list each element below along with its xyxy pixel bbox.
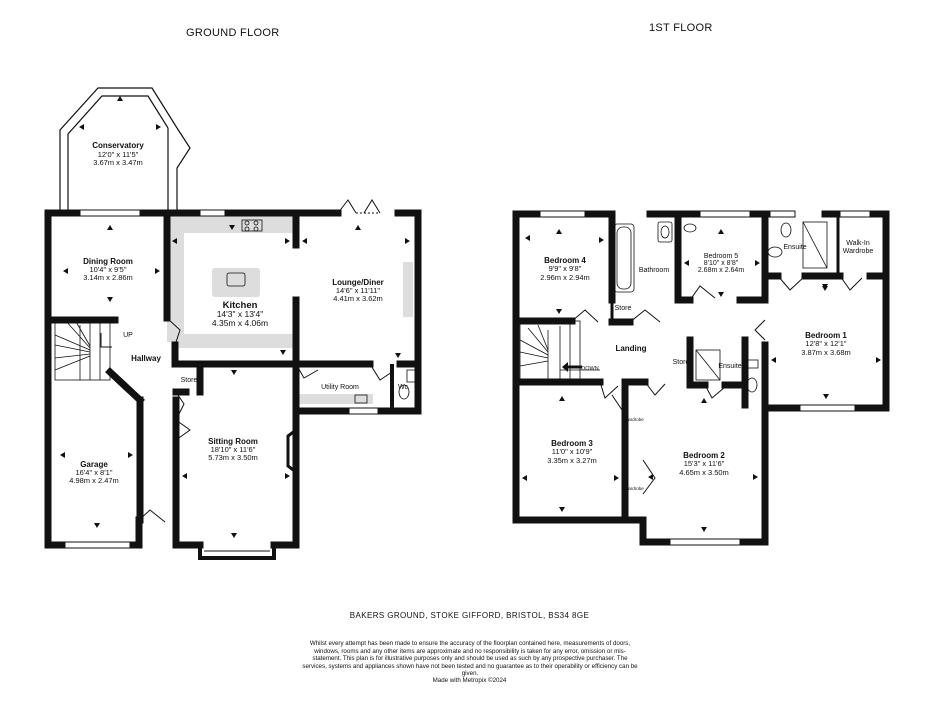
room-labels: Conservatory 12'0" x 11'5" 3.67m x 3.47m… (69, 141, 873, 491)
credit-text: Made with Metropix ©2024 (432, 677, 507, 684)
sitting-room-imperial: 18'10" x 11'6" (211, 445, 256, 454)
bathroom-name: Bathroom (639, 267, 670, 274)
first-stairs (519, 320, 600, 383)
conservatory-imperial: 12'0" x 11'5" (98, 150, 139, 159)
landing-store-name: Store (673, 359, 690, 366)
lounge-diner-name: Lounge/Diner (332, 278, 384, 287)
hallway-name: Hallway (131, 354, 161, 363)
floorplan-drawing: Conservatory 12'0" x 11'5" 3.67m x 3.47m… (44, 87, 890, 560)
dining-room-name: Dining Room (83, 257, 133, 266)
wardrobe-b-label: Wardrobe (624, 486, 644, 491)
sitting-room-metric: 5.73m x 3.50m (208, 453, 258, 462)
property-address: BAKERS GROUND, STOKE GIFFORD, BRISTOL, B… (349, 611, 590, 620)
bathroom-store-name: Store (615, 305, 632, 312)
kitchen-metric: 4.35m x 4.06m (212, 318, 268, 328)
conservatory-metric: 3.67m x 3.47m (93, 158, 143, 167)
first-floor-plan (512, 210, 890, 546)
bedroom-5-imperial: 8'10" x 8'8" (704, 260, 739, 267)
utility-room-name: Utility Room (321, 384, 359, 391)
wc-name: Wc (398, 384, 409, 391)
bedroom-2-metric: 4.65m x 3.50m (679, 468, 729, 477)
first-windows (539, 210, 871, 546)
ground-windows (64, 209, 379, 549)
conservatory-name: Conservatory (92, 141, 144, 150)
first-floor-title: 1ST FLOOR (649, 22, 713, 34)
garage-metric: 4.98m x 2.47m (69, 476, 119, 485)
bedroom-5-name: Bedroom 5 (704, 253, 738, 260)
stairs-down-label: DOWN (581, 366, 598, 372)
bedroom-1-name: Bedroom 1 (805, 331, 847, 340)
disclaimer-text: Whilst every attempt has been made to en… (302, 640, 638, 678)
lounge-diner-imperial: 14'6" x 11'11" (336, 286, 381, 295)
bedroom-5-metric: 2.68m x 2.64m (698, 267, 744, 274)
lounge-diner-metric: 4.41m x 3.62m (333, 294, 383, 303)
bedroom-1-imperial: 12'8" x 12'1" (805, 339, 846, 348)
bedroom-2-imperial: 15'3" x 11'6" (684, 459, 725, 468)
bedroom-2-name: Bedroom 2 (683, 451, 725, 460)
room-arrows (60, 96, 881, 538)
kitchen-imperial: 14'3" x 13'4" (217, 309, 264, 319)
landing-name: Landing (615, 344, 646, 353)
garage-name: Garage (80, 460, 108, 469)
ensuite-1-name: Ensuite (783, 244, 806, 251)
ensuite-2-name: Ensuite (718, 363, 741, 370)
wardrobe-a-label: Wardrobe (624, 417, 644, 422)
garage-imperial: 16'4" x 8'1" (76, 468, 113, 477)
ground-stairs (54, 319, 111, 381)
kitchen-fittings (226, 219, 416, 404)
ground-floor-plan (44, 87, 422, 560)
bedroom-4-imperial: 9'9" x 9'8" (549, 264, 582, 273)
bedroom-3-metric: 3.35m x 3.27m (547, 456, 597, 465)
bedroom-3-imperial: 11'0" x 10'9" (552, 447, 593, 456)
ground-walls (44, 209, 422, 549)
kitchen-name: Kitchen (223, 300, 258, 311)
kitchen-worktops (167, 216, 413, 404)
ground-store-name: Store (181, 377, 198, 384)
bathroom-fittings (613, 221, 828, 393)
sitting-room-name: Sitting Room (208, 437, 258, 446)
bedroom-3-name: Bedroom 3 (551, 439, 593, 448)
dining-room-imperial: 10'4" x 9'5" (90, 265, 127, 274)
lounge-french-doors (337, 199, 381, 214)
ground-doors (138, 317, 393, 523)
first-doors (571, 275, 863, 495)
bedroom-4-name: Bedroom 4 (544, 256, 586, 265)
bedroom-4-metric: 2.96m x 2.94m (540, 273, 590, 282)
fireplace (286, 428, 297, 474)
stairs-up-label: UP (123, 332, 133, 339)
bedroom-1-metric: 3.87m x 3.68m (801, 348, 851, 357)
sitting-bay-window (198, 545, 276, 560)
ground-floor-title: GROUND FLOOR (186, 27, 280, 39)
walk-in-wardrobe-name-line2: Wardrobe (843, 248, 874, 255)
walk-in-wardrobe-name: Walk-In (846, 240, 870, 247)
dining-room-metric: 3.14m x 2.86m (83, 273, 133, 282)
